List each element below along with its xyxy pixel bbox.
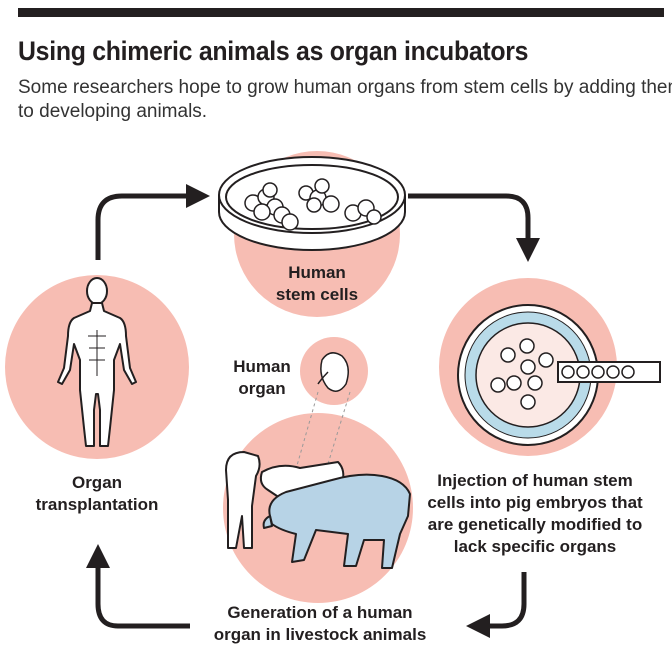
label-generation: Generation of a human organ in livestock… [200,602,440,646]
pig-back [225,451,261,549]
organ-icon [317,352,349,392]
page-subtitle: Some researchers hope to grow human orga… [18,76,672,124]
page-title: Using chimeric animals as organ incubato… [18,36,529,66]
stem-cells-line-1: Human [288,263,346,282]
injection-line-1: Injection of human stem [437,471,633,490]
cycle-arrows [86,184,540,638]
label-stem-cells: Human stem cells [262,262,372,306]
pigs-icon [225,451,411,569]
transplantation-line-1: Organ [71,473,123,492]
human-body-icon [57,277,137,447]
generation-line-2: organ in livestock animals [213,625,427,644]
arrowhead-right-top [186,184,210,208]
stem-cells-line-2: stem cells [275,285,359,304]
injection-line-2: cells into pig embryos that [427,493,643,512]
label-human-organ: Human organ [226,356,298,400]
subtitle-line-2: to developing animals. [18,101,208,122]
human-organ-line-2: organ [238,379,286,398]
arrow-to-stem-cells [95,193,188,260]
arrowhead-up-left [86,544,110,568]
label-injection: Injection of human stem cells into pig e… [410,470,660,558]
pig-front [268,473,411,569]
petri-dish-icon [218,156,406,251]
transplantation-line-2: transplantation [35,495,159,514]
embryo-injection-icon [457,304,661,446]
arrow-to-injection [408,193,531,240]
subtitle-line-1: Some researchers hope to grow human orga… [18,77,672,98]
generation-line-1: Generation of a human [227,603,413,622]
top-rule [18,8,664,17]
arrowhead-left-bottom [466,614,490,638]
label-transplantation: Organ transplantation [22,472,172,516]
arrowhead-down-right [516,238,540,262]
injection-line-3: are genetically modified to [427,515,643,534]
injection-line-4: lack specific organs [453,537,617,556]
human-organ-line-1: Human [233,357,291,376]
arrow-to-generation [488,572,527,629]
arrow-to-transplant [95,566,190,629]
